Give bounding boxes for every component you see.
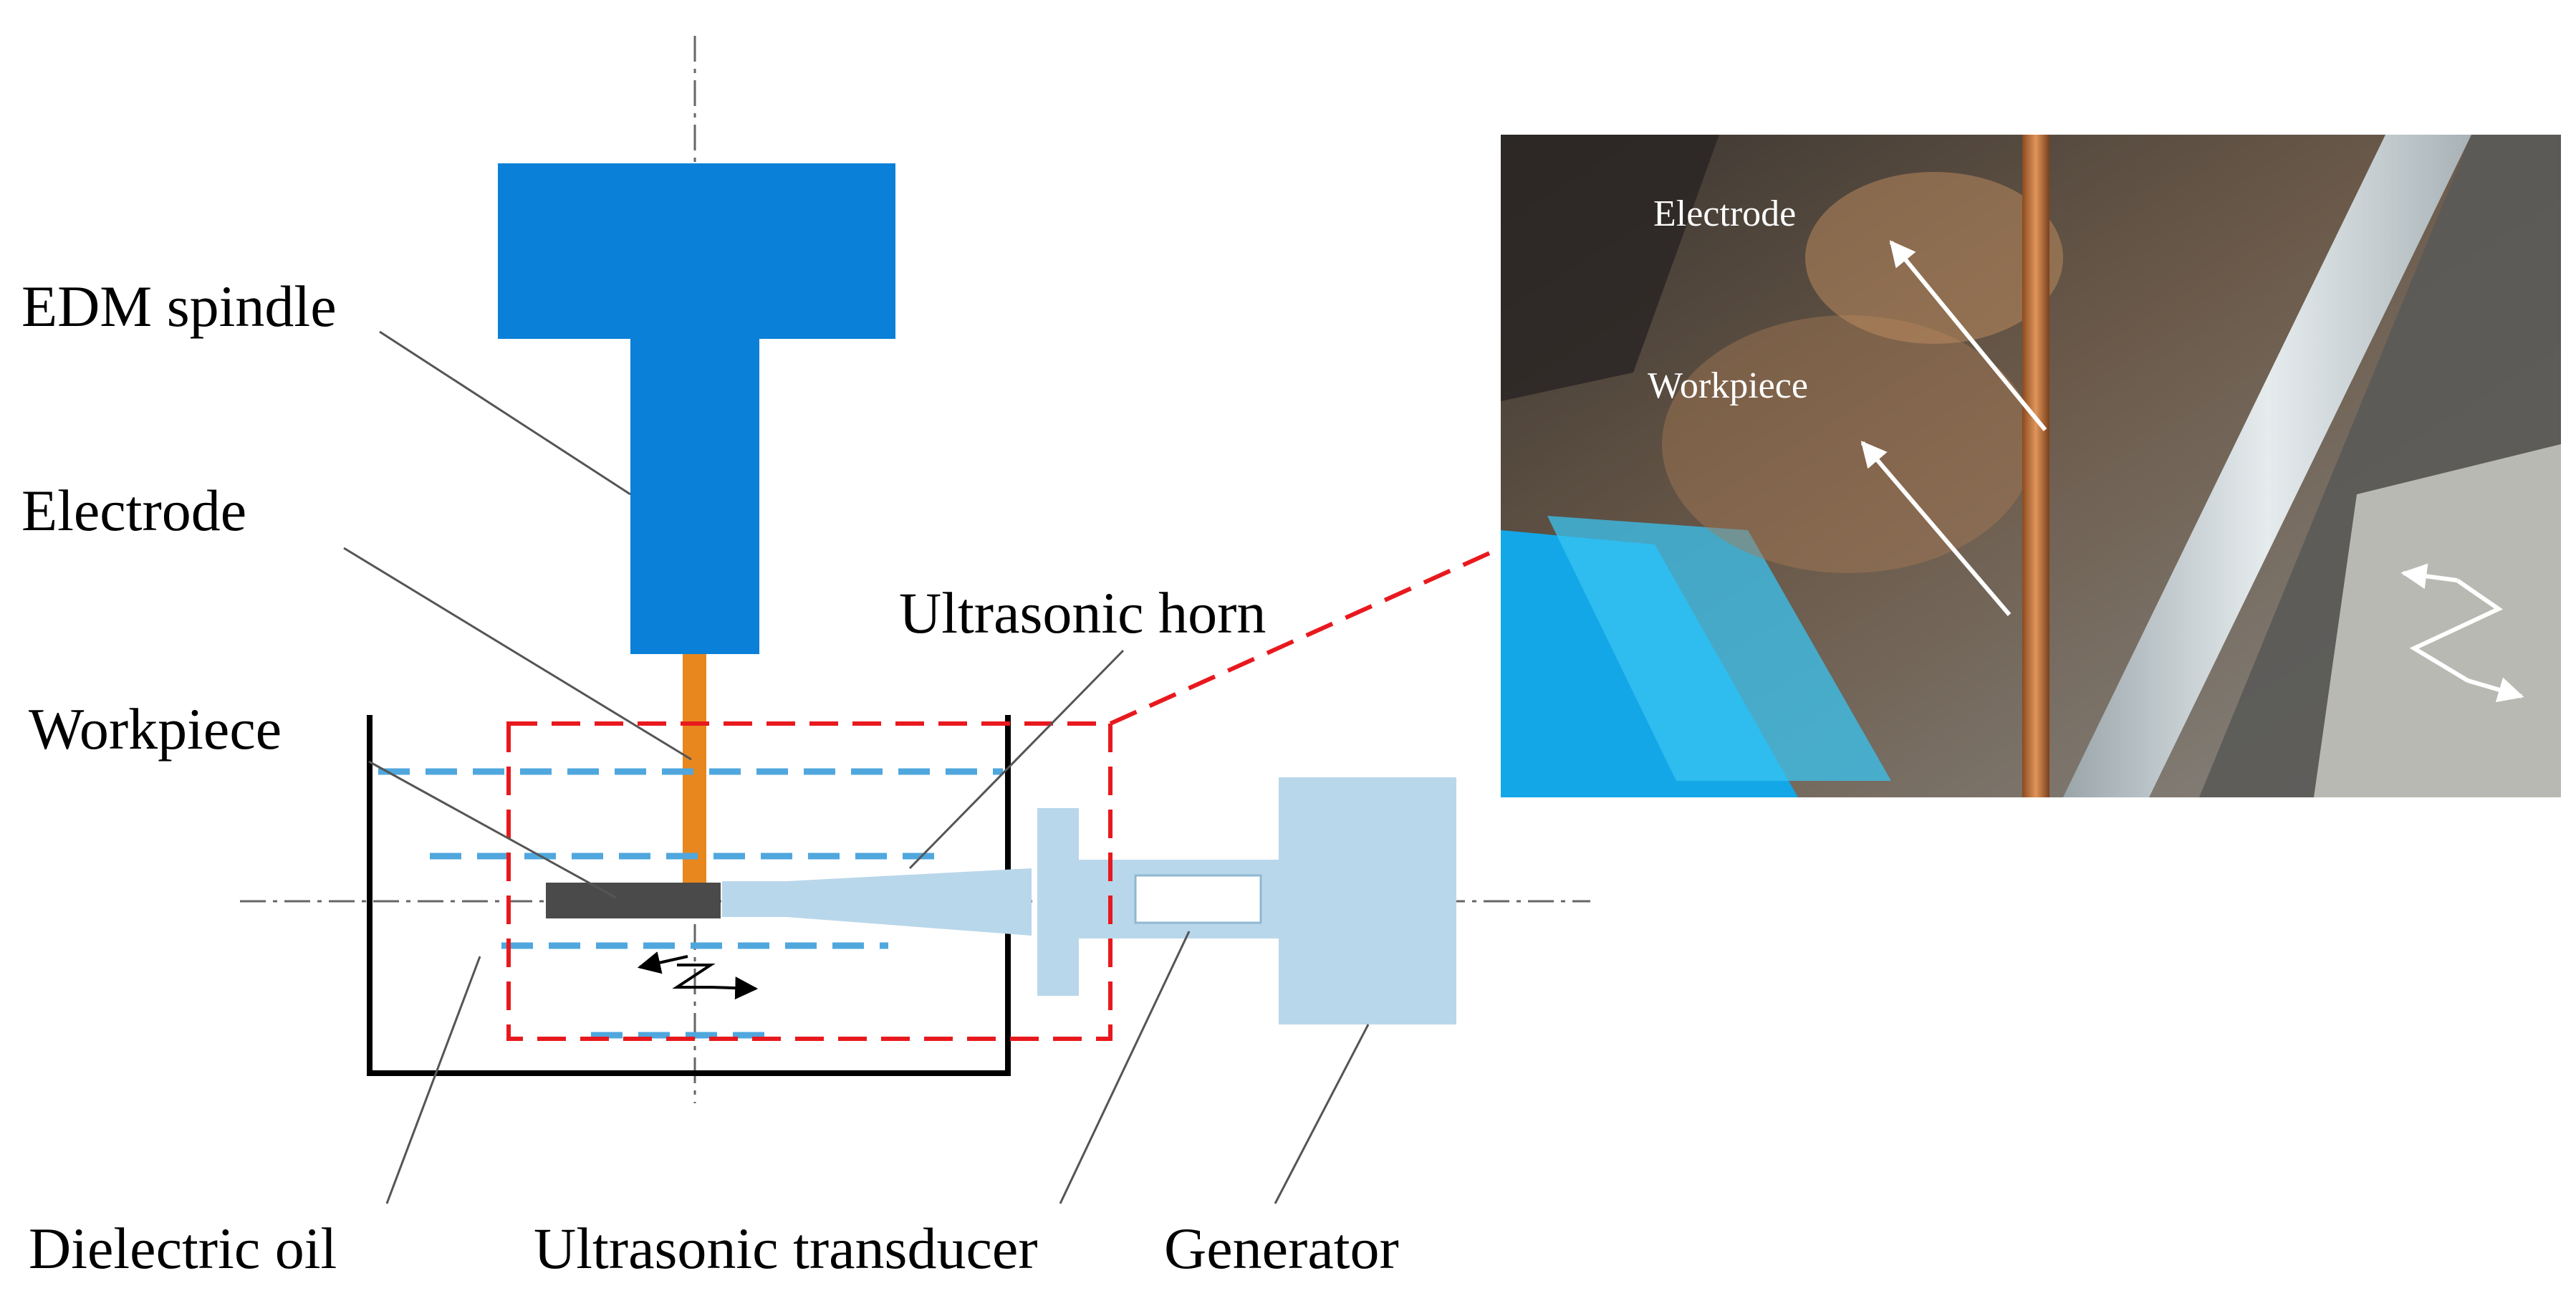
edm-spindle	[498, 163, 895, 654]
label-generator: Generator	[1164, 1216, 1399, 1281]
detail-highlight-box	[506, 546, 1502, 1041]
workpiece-block	[546, 883, 721, 918]
ultrasonic-horn	[722, 808, 1279, 996]
leader-lines	[343, 330, 1370, 1204]
label-ultrasonic-horn: Ultrasonic horn	[899, 580, 1266, 645]
label-edm-spindle: EDM spindle	[21, 274, 337, 339]
photo-vibration-arrows	[2400, 563, 2524, 703]
dielectric-oil-lines	[378, 768, 1003, 1039]
photo-label-workpiece: Workpiece	[1648, 365, 1808, 406]
label-dielectric-oil: Dielectric oil	[29, 1216, 337, 1281]
label-workpiece: Workpiece	[29, 696, 282, 762]
vibration-arrows	[637, 951, 759, 1000]
label-electrode: Electrode	[21, 478, 246, 543]
generator-box	[1279, 777, 1456, 1024]
experimental-setup-photo: Electrode Workpiece	[1501, 135, 2561, 797]
label-ultrasonic-transducer: Ultrasonic transducer	[534, 1216, 1038, 1281]
photo-workpiece-pointer	[1860, 441, 2012, 616]
photo-label-electrode: Electrode	[1653, 193, 1796, 234]
photo-electrode-pointer	[1889, 240, 2047, 431]
